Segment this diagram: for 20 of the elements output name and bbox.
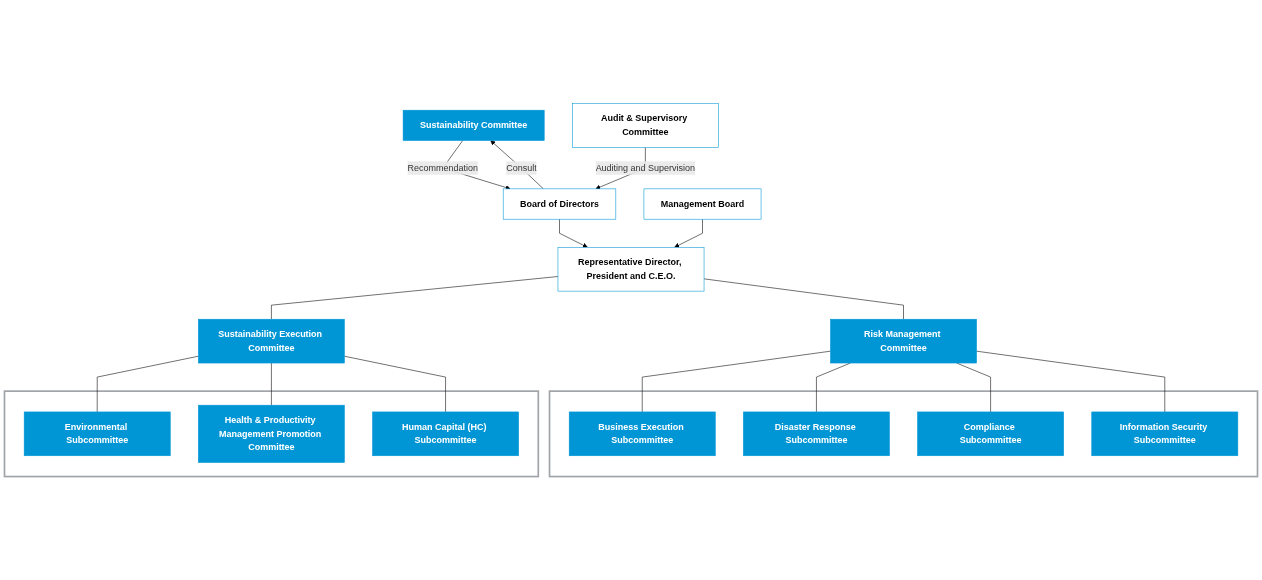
- node-box: Sustainability Execution Committee: [198, 318, 345, 364]
- edge-label: Consult: [506, 163, 537, 173]
- edge-label: Recommendation: [407, 163, 479, 173]
- connector: [344, 355, 446, 413]
- node-box: Representative Director, President and C.E.O.: [557, 247, 705, 292]
- node-box: Disaster Response Subcommittee: [743, 411, 890, 457]
- node-box: Health & Productivity Management Promotion Committee: [198, 404, 345, 463]
- node-box: Business Execution Subcommittee: [568, 411, 716, 457]
- node-box: Information Security Subcommittee: [1091, 411, 1239, 457]
- cluster: [548, 390, 1259, 478]
- node-box: Compliance Subcommittee: [917, 411, 1064, 457]
- node-box: Environmental Subcommittee: [23, 411, 171, 457]
- edge-label: Auditing and Supervision: [595, 163, 696, 173]
- node-box: Board of Directors: [502, 188, 617, 220]
- node-box: Management Board: [643, 188, 762, 220]
- node-box: Human Capital (HC) Subcommittee: [372, 411, 519, 457]
- node-box: Audit & Supervisory Committee: [572, 103, 719, 148]
- cluster: [3, 390, 540, 478]
- node-box: Sustainability Committee: [402, 109, 545, 141]
- node-box: Risk Management Committee: [830, 318, 977, 364]
